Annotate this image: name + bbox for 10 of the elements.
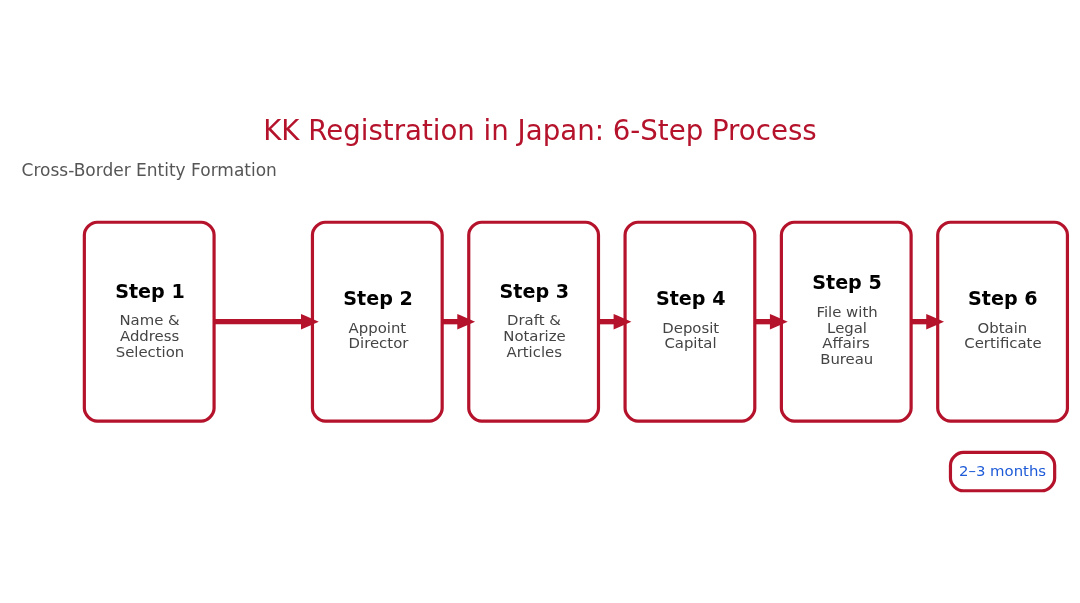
node-box: Step 5 File with Legal Affairs Bureau (779, 220, 913, 423)
diagram-title: KK Registration in Japan: 6-Step Process (263, 113, 817, 147)
label: Cross-Border Entity Formation (21, 159, 277, 180)
node-box: Step 1 Name & Address Selection (82, 220, 216, 423)
node-box: Step 4 Deposit Capital (623, 220, 757, 423)
node-box: Step 3 Draft & Notarize Articles (467, 220, 601, 423)
node-label: 2–3 months (959, 461, 1047, 480)
node-box: Step 6 Obtain Certificate (936, 220, 1070, 423)
arrow (214, 313, 319, 329)
node-box: Step 2 Appoint Director (310, 220, 444, 423)
